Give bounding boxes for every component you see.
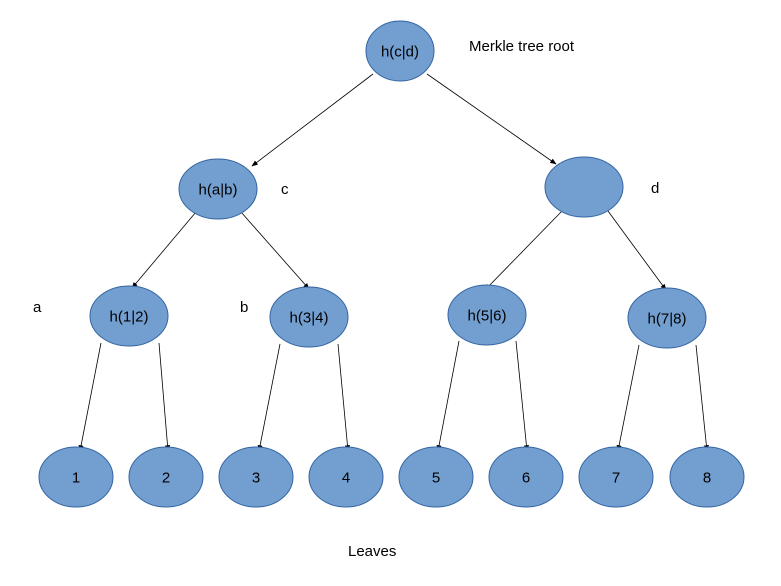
node-root: h(c|d) [365,20,435,82]
leaf-8: 8 [669,446,745,508]
leaf-6-label: 6 [522,470,530,487]
node-a-label: h(1|2) [110,309,149,326]
node-a-caption: a [33,299,42,316]
edge-c-to-a [131,211,197,289]
edge-78-to-leaf-8 [695,344,709,452]
edge-b-to-leaf-4 [337,343,351,452]
node-7-8-label: h(7|8) [648,311,687,328]
leaf-4: 4 [308,446,384,508]
leaf-1: 1 [38,446,114,508]
leaf-5: 5 [398,446,474,508]
edge-b-to-leaf-3 [257,343,281,452]
node-5-6-label: h(5|6) [468,308,507,325]
leaf-4-label: 4 [342,470,350,487]
edge-root-to-c [251,73,374,167]
leaf-7-label: 7 [612,470,620,487]
node-b-label: h(3|4) [290,310,329,327]
edge-56-to-leaf-6 [515,340,529,452]
node-5-6: h(5|6) [447,284,527,346]
leaf-7: 7 [578,446,654,508]
edges [78,73,709,452]
edge-c-to-b [240,211,310,290]
node-b: h(3|4) [269,286,349,348]
node-b-caption: b [240,299,248,316]
node-7-8: h(7|8) [627,287,707,349]
leaf-3-label: 3 [252,470,260,487]
leaf-2-label: 2 [162,470,170,487]
edge-root-to-d [426,73,557,165]
edge-d-to-56 [484,209,564,291]
leaves-caption: Leaves [348,543,396,560]
node-c-label: h(a|b) [199,182,238,199]
edge-d-to-78 [607,210,667,291]
node-root-label: h(c|d) [381,44,419,61]
edge-a-to-leaf-2 [158,342,171,452]
edge-78-to-leaf-7 [616,344,640,452]
leaf-5-label: 5 [432,470,440,487]
node-d-caption: d [651,180,659,197]
leaf-2: 2 [128,446,204,508]
node-c-caption: c [281,181,289,198]
node-d [544,156,624,218]
root-caption: Merkle tree root [469,38,575,55]
node-a: h(1|2) [89,285,169,347]
leaf-8-label: 8 [703,470,711,487]
leaf-6: 6 [488,446,564,508]
leaf-3: 3 [218,446,294,508]
edge-a-to-leaf-1 [78,342,102,452]
edge-56-to-leaf-5 [436,340,460,452]
leaf-1-label: 1 [72,470,80,487]
node-c: h(a|b) [178,158,258,220]
